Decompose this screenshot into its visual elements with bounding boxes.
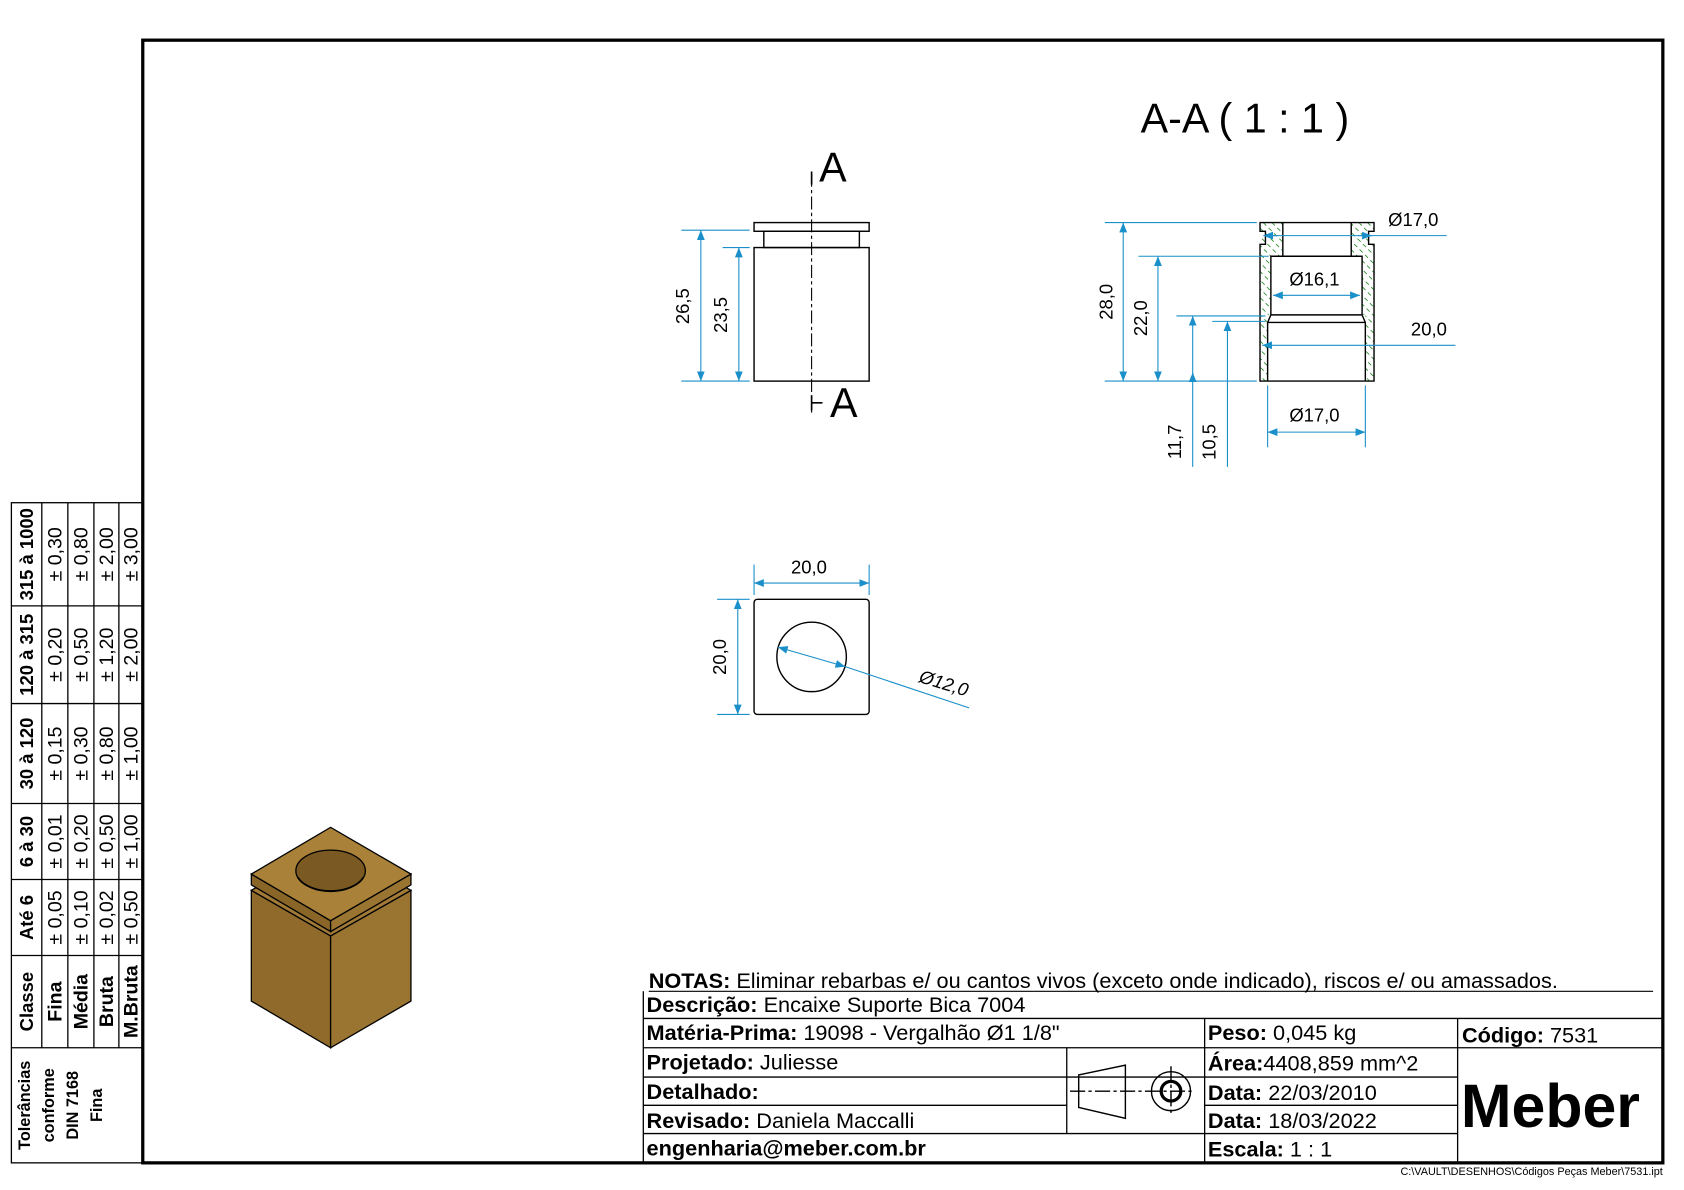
section-title: A-A ( 1 : 1 ) xyxy=(1141,95,1350,141)
detalhado: Detalhado: xyxy=(647,1079,759,1104)
projetado: Projetado: Juliesse xyxy=(647,1049,839,1074)
table-value-cell: ± 0,05 xyxy=(45,890,67,944)
projection-symbol-icon xyxy=(1070,1064,1195,1120)
dim-total-height: 28,0 xyxy=(1095,284,1116,320)
meber-logo: Meber xyxy=(1461,1072,1640,1140)
table-value-cell: ± 0,01 xyxy=(45,814,67,868)
table-value-cell: ± 0,02 xyxy=(96,890,118,944)
descricao: Descrição: Encaixe Suporte Bica 7004 xyxy=(647,992,1026,1017)
dim-23-5: 23,5 xyxy=(710,297,731,333)
table-class-cell: Bruta xyxy=(96,976,118,1027)
table-value-cell: ± 0,30 xyxy=(71,726,93,780)
table-class-cell: Média xyxy=(71,974,93,1029)
table-value-cell: ± 0,80 xyxy=(96,726,118,780)
data-revisao: Data: 18/03/2022 xyxy=(1208,1108,1377,1133)
table-value-cell: ± 1,20 xyxy=(96,628,118,682)
table-header-cell: 315 à 1000 xyxy=(16,508,37,600)
data-criacao: Data: 22/03/2010 xyxy=(1208,1080,1377,1105)
tolerance-table: Classe Até 6 6 à 30 30 à 120 120 à 315 315 à … xyxy=(10,502,144,1164)
dim-width: 20,0 xyxy=(1411,319,1447,340)
front-view: A A 26,5 23,5 xyxy=(672,144,870,426)
table-value-cell: ± 0,80 xyxy=(71,527,93,581)
table-value-cell: ± 0,50 xyxy=(96,814,118,868)
table-value-cell: ± 3,00 xyxy=(121,527,143,581)
table-value-cell: ± 2,00 xyxy=(96,527,118,581)
revisado: Revisado: Daniela Maccalli xyxy=(647,1108,915,1133)
table-value-cell: ± 0,10 xyxy=(71,890,93,944)
dim-bottom-diameter: Ø17,0 xyxy=(1289,404,1339,425)
table-header-cell: 120 à 315 xyxy=(16,614,37,696)
top-view: 20,0 20,0 Ø12,0 xyxy=(709,556,972,716)
file-path: C:\VAULT\DESENHOS\Códigos Peças Meber\75… xyxy=(1400,1166,1662,1178)
dim-top-height: 20,0 xyxy=(709,639,730,675)
dim-height-10-5: 10,5 xyxy=(1199,424,1220,460)
dim-26-5: 26,5 xyxy=(672,288,693,324)
table-value-cell: ± 1,00 xyxy=(121,726,143,780)
dim-top-diameter: Ø17,0 xyxy=(1388,209,1438,230)
table-header-cell: Classe xyxy=(16,972,37,1031)
isometric-view xyxy=(250,826,413,1049)
materia-prima: Matéria-Prima: 19098 - Vergalhão Ø1 1/8" xyxy=(647,1020,1060,1045)
title-block: NOTAS: Eliminar rebarbas e/ ou cantos vi… xyxy=(642,968,1663,1178)
table-value-cell: ± 0,15 xyxy=(45,726,67,780)
table-title-line: Tolerâncias xyxy=(16,1061,34,1150)
table-value-cell: ± 2,00 xyxy=(121,628,143,682)
table-header-cell: Até 6 xyxy=(16,895,37,940)
peso: Peso: 0,045 kg xyxy=(1208,1020,1356,1045)
section-marker-top: A xyxy=(819,144,847,190)
dim-hole-diameter: Ø12,0 xyxy=(916,665,972,700)
table-value-cell: ± 0,50 xyxy=(121,890,143,944)
dim-height-11-7: 11,7 xyxy=(1164,425,1185,460)
section-view: Ø17,0 Ø16,1 20,0 Ø17,0 28,0 22,0 11,7 10… xyxy=(1095,209,1456,467)
escala: Escala: 1 : 1 xyxy=(1208,1136,1332,1161)
area: Área:4408,859 mm^2 xyxy=(1208,1051,1418,1076)
table-header-cell: 30 à 120 xyxy=(16,718,37,790)
table-value-cell: ± 1,00 xyxy=(121,814,143,868)
dim-mid-diameter: Ø16,1 xyxy=(1289,269,1339,290)
table-value-cell: ± 0,20 xyxy=(71,814,93,868)
codigo: Código: 7531 xyxy=(1462,1022,1598,1047)
table-class-cell: M.Bruta xyxy=(121,965,143,1038)
table-class-cell: Fina xyxy=(45,981,67,1021)
table-title-line: conforme xyxy=(40,1068,58,1142)
section-marker-bottom: A xyxy=(830,380,858,426)
table-title-line: DIN 7168 xyxy=(64,1071,82,1140)
table-value-cell: ± 0,50 xyxy=(71,628,93,682)
email: engenharia@meber.com.br xyxy=(647,1135,927,1160)
notes: NOTAS: Eliminar rebarbas e/ ou cantos vi… xyxy=(649,968,1558,993)
table-title-line: Fina xyxy=(88,1088,106,1122)
dim-top-width: 20,0 xyxy=(791,556,827,577)
table-header-cell: 6 à 30 xyxy=(16,816,37,867)
table-value-cell: ± 0,30 xyxy=(45,527,67,581)
dim-height-22: 22,0 xyxy=(1130,300,1151,336)
table-value-cell: ± 0,20 xyxy=(45,628,67,682)
